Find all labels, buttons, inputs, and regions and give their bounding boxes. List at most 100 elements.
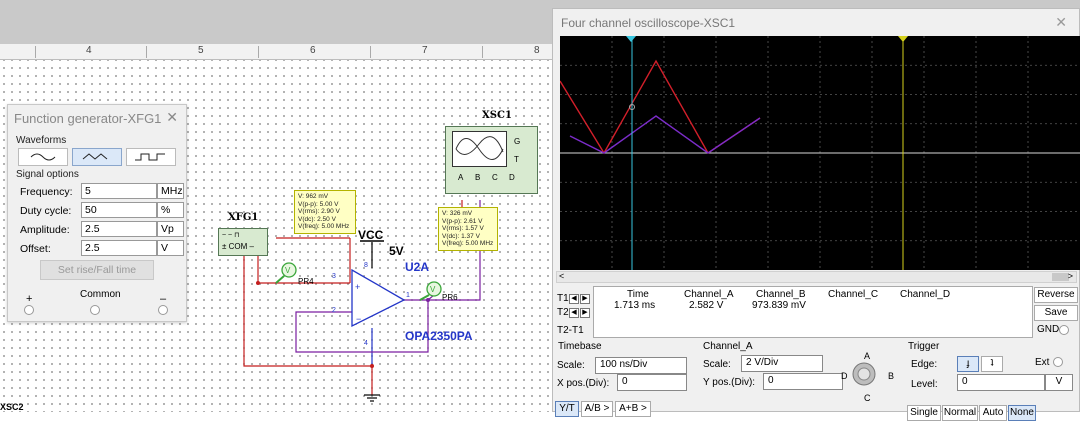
t1-label: T1	[557, 293, 569, 304]
oscilloscope-window[interactable]: Four channel oscilloscope-XSC1 ✕ < > T1 …	[552, 8, 1080, 421]
scope-pin-c: C	[492, 173, 498, 182]
xfg-wave-icons: ~ ~ ⊓	[222, 232, 240, 239]
red-wire	[243, 250, 373, 395]
duty-cycle-input[interactable]: 50	[81, 202, 157, 218]
ext-trigger-radio[interactable]	[1053, 357, 1063, 367]
t1-channel-a-value: 2.582 V	[689, 300, 724, 311]
probe-line: V(freq): 5.00 MHz	[298, 223, 350, 230]
probe-readout-pr4: V: 962 mV V(p-p): 5.00 V V(rms): 2.90 V …	[294, 190, 356, 234]
pin-4: 4	[364, 340, 368, 347]
scope-pin-a: A	[458, 173, 464, 182]
amplitude-input[interactable]: 2.5	[81, 221, 157, 237]
t1-left-arrow-icon[interactable]: ◀	[569, 294, 579, 304]
ground-symbol	[364, 394, 380, 402]
channel-scale-input[interactable]: 2 V/Div	[741, 355, 823, 372]
svg-text:+: +	[355, 282, 360, 292]
ruler-mark: 5	[198, 45, 204, 56]
a-plus-b-mode-button[interactable]: A+B >	[615, 401, 651, 417]
ruler-mark: 4	[86, 45, 92, 56]
trigger-level-unit[interactable]: V	[1045, 374, 1073, 391]
probe-pr6-icon: V	[419, 281, 442, 301]
close-icon[interactable]: ✕	[166, 109, 178, 125]
probe-line: V(freq): 5.00 MHz	[442, 240, 494, 247]
duty-cycle-unit[interactable]: %	[157, 202, 184, 218]
probe-line: V(dc): 2.50 V	[298, 215, 336, 223]
timebase-scale-input[interactable]: 100 ns/Div	[595, 357, 687, 374]
square-wave-button[interactable]	[126, 148, 176, 166]
frequency-unit-select[interactable]: MHz	[157, 183, 184, 199]
pr4-label: PR4	[298, 277, 314, 286]
trigger-level-input[interactable]: 0	[957, 374, 1045, 391]
readout-header-channel-a: Channel_A	[684, 289, 734, 300]
rising-edge-icon[interactable]: ɟ	[957, 356, 979, 372]
frequency-input[interactable]: 5	[81, 183, 157, 199]
ruler-tick	[370, 46, 371, 58]
cursor-t2-handle-icon[interactable]	[897, 36, 909, 44]
oscilloscope-display[interactable]	[559, 36, 1080, 270]
falling-edge-icon[interactable]: ʇ	[981, 356, 1003, 372]
probe-line: V: 326 mV	[442, 210, 473, 217]
minus-terminal-label: –	[160, 293, 167, 305]
none-trigger-button[interactable]: None	[1008, 405, 1036, 421]
gnd-radio[interactable]	[1059, 325, 1069, 335]
xfg1-instrument[interactable]: ~ ~ ⊓ ± COM –	[218, 228, 268, 256]
close-icon[interactable]: ✕	[1055, 14, 1067, 30]
svg-text:−: −	[356, 314, 361, 324]
readout-header-channel-b: Channel_B	[756, 289, 806, 300]
signal-options-label: Signal options	[16, 169, 79, 180]
scope-pin-d: D	[509, 173, 515, 182]
cursor-marker	[629, 104, 635, 110]
function-generator-window[interactable]: Function generator-XFG1 ✕ Waveforms Sign…	[7, 104, 187, 322]
offset-input[interactable]: 2.5	[81, 240, 157, 256]
save-button[interactable]: Save	[1034, 305, 1078, 321]
readout-header-channel-c: Channel_C	[828, 289, 879, 300]
ruler-mark: 7	[422, 45, 428, 56]
ruler-tick	[258, 46, 259, 58]
ruler-tick	[146, 46, 147, 58]
ruler-mark: 6	[310, 45, 316, 56]
triangle-wave-button[interactable]	[72, 148, 122, 166]
offset-unit-select[interactable]: V	[157, 240, 184, 256]
sine-wave-button[interactable]	[18, 148, 68, 166]
display-scrollbar[interactable]: < >	[556, 271, 1077, 283]
reverse-button[interactable]: Reverse	[1034, 287, 1078, 303]
normal-trigger-button[interactable]: Normal	[942, 405, 978, 421]
single-trigger-button[interactable]: Single	[907, 405, 941, 421]
vcc-value: 5V	[389, 244, 404, 258]
probe-readout-pr6: V: 326 mV V(p-p): 2.61 V V(rms): 1.57 V …	[438, 207, 498, 251]
t1-right-arrow-icon[interactable]: ▶	[580, 294, 590, 304]
square-wave-icon	[135, 153, 165, 161]
channel-select-knob-icon[interactable]	[851, 361, 877, 387]
readout-header-channel-d: Channel_D	[900, 289, 951, 300]
minus-terminal-radio[interactable]	[158, 305, 168, 315]
probe-line: V(p-p): 2.61 V	[442, 217, 483, 225]
circuit-wiring: + − V V	[243, 200, 481, 402]
svg-text:V: V	[285, 266, 291, 275]
scroll-thumb[interactable]	[1052, 273, 1069, 281]
svg-text:V: V	[430, 285, 436, 294]
knob-label-c: C	[864, 393, 871, 403]
scroll-right-icon[interactable]: >	[1067, 271, 1073, 281]
y-position-input[interactable]: 0	[763, 373, 843, 390]
yt-mode-button[interactable]: Y/T	[555, 401, 579, 417]
t2-right-arrow-icon[interactable]: ▶	[580, 308, 590, 318]
trigger-section-label: Trigger	[908, 341, 940, 352]
amplitude-unit-select[interactable]: Vp	[157, 221, 184, 237]
t2-left-arrow-icon[interactable]: ◀	[569, 308, 579, 318]
scroll-left-icon[interactable]: <	[559, 271, 565, 281]
auto-trigger-button[interactable]: Auto	[979, 405, 1007, 421]
ab-mode-button[interactable]: A/B >	[581, 401, 613, 417]
set-rise-fall-button[interactable]: Set rise/Fall time	[40, 260, 154, 280]
pin-2: 2	[332, 307, 336, 314]
plus-terminal-radio[interactable]	[24, 305, 34, 315]
t1-time-value: 1.713 ms	[614, 300, 656, 311]
probe-pr4-icon: V	[275, 262, 297, 284]
x-position-input[interactable]: 0	[617, 374, 687, 391]
horizontal-ruler: 4 5 6 7 8	[0, 44, 552, 60]
xsc1-instrument[interactable]: G T A B C D	[445, 126, 538, 194]
common-terminal-radio[interactable]	[90, 305, 100, 315]
pin-8: 8	[364, 262, 368, 269]
cursor-t1-handle-icon[interactable]	[625, 36, 637, 44]
common-terminal-label: Common	[80, 289, 121, 300]
pr6-label: PR6	[442, 293, 458, 302]
